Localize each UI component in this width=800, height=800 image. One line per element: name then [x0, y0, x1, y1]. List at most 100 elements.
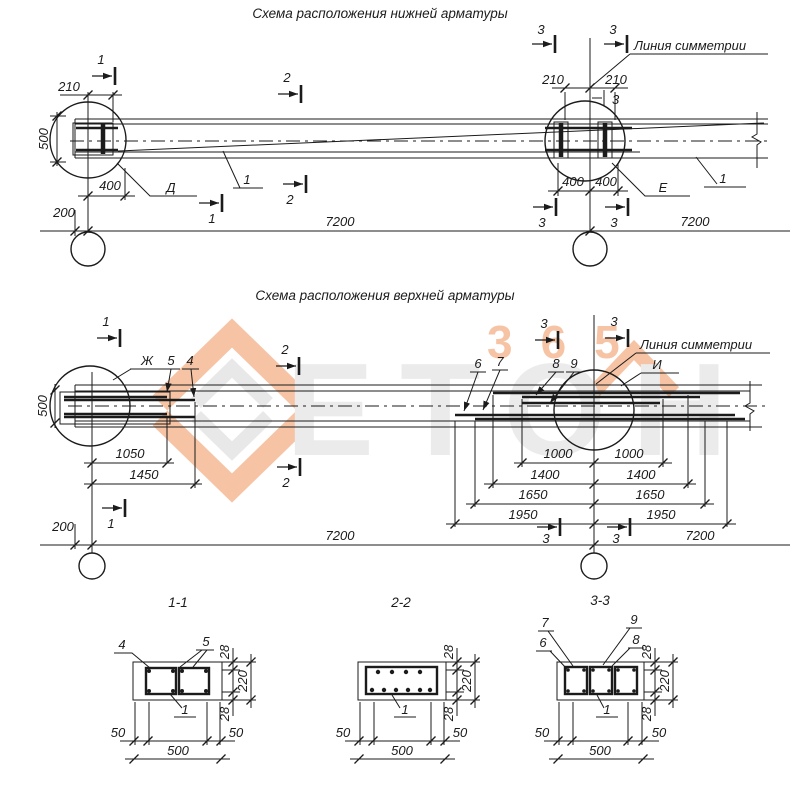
dim-1400: 1400	[531, 467, 561, 482]
dim-220: 220	[657, 669, 672, 692]
dim-1650: 1650	[636, 487, 666, 502]
dim-500: 500	[167, 743, 189, 758]
dim-210-right: 210	[604, 72, 627, 87]
dim-28: 28	[639, 644, 654, 660]
dim-210-right: 210	[541, 72, 564, 87]
dim-200: 200	[51, 519, 74, 534]
dim-400-left: 400	[99, 178, 121, 193]
section-3-3-title: 3-3	[590, 593, 610, 608]
pos-label-8: 8	[632, 632, 640, 647]
dim-28: 28	[217, 706, 232, 722]
pos-label-9: 9	[630, 612, 637, 627]
cut-mark-1: 1	[107, 516, 114, 531]
dim-1400: 1400	[627, 467, 657, 482]
detail-circle-right	[544, 100, 626, 182]
cut-mark-2: 2	[281, 475, 290, 490]
watermark: ЕТОН 365	[152, 316, 753, 503]
dim-1950: 1950	[509, 507, 539, 522]
dim-1650: 1650	[519, 487, 549, 502]
detail-label-zh: Ж	[140, 353, 154, 368]
detail-label-i: И	[652, 357, 662, 372]
cut-mark-3: 3	[609, 22, 617, 37]
cut-mark-1: 1	[97, 52, 104, 67]
break-line	[744, 381, 755, 431]
dim-500: 500	[35, 394, 50, 416]
symmetry-label: Линия симметрии	[639, 337, 752, 352]
cut-mark-2: 2	[280, 342, 289, 357]
detail-circle-left	[49, 101, 127, 179]
pos-label-4: 4	[118, 637, 125, 652]
dim-50: 50	[111, 725, 126, 740]
grid-bubble	[78, 552, 106, 580]
grid-bubble	[70, 231, 106, 267]
dim-7200: 7200	[686, 528, 716, 543]
cut-mark-3: 3	[542, 531, 550, 546]
pos-label-5: 5	[167, 353, 175, 368]
dim-50: 50	[453, 725, 468, 740]
pos-label-7: 7	[496, 354, 504, 369]
bar-label-1: 1	[401, 702, 408, 717]
bar-label-1: 1	[181, 702, 188, 717]
cut-mark-3: 3	[610, 314, 618, 329]
section-2-2-title: 2-2	[390, 595, 411, 610]
bar-label-1: 1	[719, 171, 726, 186]
watermark-number-text: 365	[487, 316, 648, 368]
pos-label-4: 4	[186, 353, 193, 368]
dim-1050: 1050	[116, 446, 146, 461]
detail-label-d: Д	[164, 180, 175, 195]
dim-1000: 1000	[615, 446, 645, 461]
dim-210-left: 210	[57, 79, 80, 94]
watermark-brand-text: ЕТОН	[286, 336, 753, 483]
bar-label-1: 1	[243, 172, 250, 187]
dim-220: 220	[235, 669, 250, 692]
bar-label-1: 1	[603, 702, 610, 717]
dim-200: 200	[52, 205, 75, 220]
section-2-2: 2-2 1 28 220 28 50 50 500	[336, 595, 481, 765]
scheme-lower-title: Схема расположения нижней арматуры	[252, 6, 507, 21]
pos-label-8: 8	[552, 356, 560, 371]
dim-1000: 1000	[544, 446, 574, 461]
grid-bubble	[580, 552, 608, 580]
cut-mark-3: 3	[610, 215, 618, 230]
dim-28: 28	[217, 644, 232, 660]
dim-400-right: 400	[595, 174, 617, 189]
dim-7200: 7200	[681, 214, 711, 229]
dim-1450: 1450	[130, 467, 160, 482]
dim-7200: 7200	[326, 528, 356, 543]
pos-label-6: 6	[474, 356, 482, 371]
dim-50: 50	[652, 725, 667, 740]
cut-mark-3: 3	[612, 531, 620, 546]
pos-label-9: 9	[570, 356, 577, 371]
dim-500-left: 500	[36, 127, 51, 149]
cut-mark-1: 1	[208, 211, 215, 226]
embed-plate	[72, 122, 114, 156]
dim-28: 28	[639, 706, 654, 722]
detail-circle-left	[49, 365, 131, 447]
pos-label-6: 6	[539, 635, 547, 650]
cut-mark-3: 3	[612, 92, 620, 107]
scheme-lower: Схема расположения нижней арматуры 210 5…	[36, 6, 790, 267]
dim-7200: 7200	[326, 214, 356, 229]
scheme-upper-title: Схема расположения верхней арматуры	[255, 288, 514, 303]
section-3-3: 3-3 7 6 9 8 1 28 220 28 50 50 500	[535, 593, 679, 765]
cut-mark-1: 1	[102, 314, 109, 329]
cut-mark-3: 3	[538, 215, 546, 230]
cut-mark-3: 3	[540, 316, 548, 331]
dim-220: 220	[459, 669, 474, 692]
break-line	[751, 112, 762, 168]
dim-1950: 1950	[647, 507, 677, 522]
section-1-1: 1-1 4 5 1 28 220 28 50 50 500	[111, 595, 257, 765]
dim-50: 50	[535, 725, 550, 740]
detail-label-e: Е	[659, 180, 668, 195]
dim-500: 500	[589, 743, 611, 758]
cut-mark-2: 2	[285, 192, 294, 207]
pos-label-7: 7	[541, 615, 549, 630]
dim-50: 50	[336, 725, 351, 740]
cut-mark-3: 3	[537, 22, 545, 37]
dim-50: 50	[229, 725, 244, 740]
cut-mark-2: 2	[282, 70, 291, 85]
section-1-1-title: 1-1	[168, 595, 188, 610]
dim-400-right: 400	[562, 174, 584, 189]
